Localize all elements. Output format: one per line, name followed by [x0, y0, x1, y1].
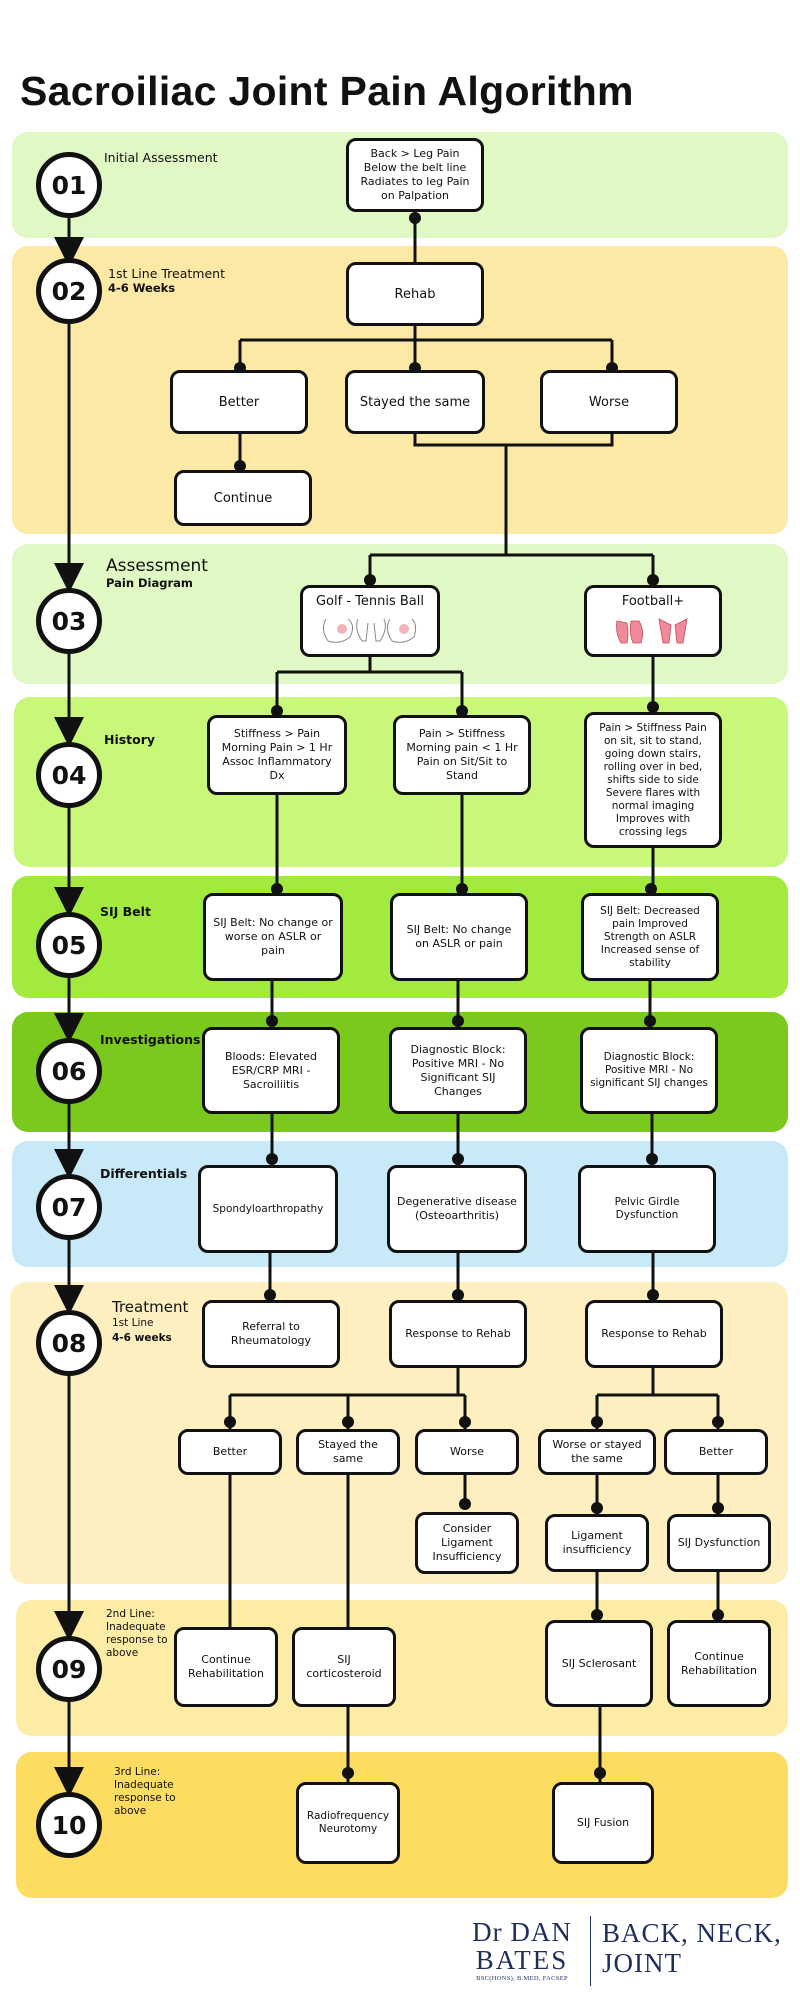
logo-name-line: Dr DAN [466, 1918, 578, 1946]
node-consider-ligament-insufficiency: Consider Ligament Insufficiency [415, 1512, 519, 1574]
node-sij-dysfunction: SIJ Dysfunction [667, 1514, 771, 1572]
step-sublabel: 4-6 Weeks [108, 281, 176, 295]
node-sij-corticosteroid: SIJ corticosteroid [292, 1627, 396, 1707]
step-label-text: Initial Assessment [104, 150, 218, 165]
node-rehab: Rehab [346, 262, 484, 326]
step-label-10: 3rd Line: Inadequate response to above [114, 1766, 176, 1818]
node-radiofrequency-neurotomy: Radiofrequency Neurotomy [296, 1782, 400, 1864]
step-label-text: Differentials [100, 1166, 188, 1181]
node-initial-assessment: Back > Leg Pain Below the belt line Radi… [346, 138, 484, 212]
logo-first-name: DAN [510, 1917, 572, 1947]
node-history-3: Pain > Stiffness Pain on sit, sit to sta… [584, 712, 722, 848]
node-continue-rehabilitation-2: Continue Rehabilitation [667, 1620, 771, 1707]
node-sij-belt-1: SIJ Belt: No change or worse on ASLR or … [203, 893, 343, 981]
node-ligament-insufficiency: Ligament insufficiency [545, 1514, 649, 1572]
step-sublabel: Pain Diagram [106, 576, 193, 590]
node-pelvic-girdle-dysfunction: Pelvic Girdle Dysfunction [578, 1165, 716, 1253]
step-circle-06: 06 [36, 1038, 102, 1104]
node-sij-sclerosant: SIJ Sclerosant [545, 1620, 653, 1707]
node-golf-tennis-ball: Golf - Tennis Ball [300, 585, 440, 657]
node-sij-fusion: SIJ Fusion [552, 1782, 654, 1864]
node-football: Football+ [584, 585, 722, 657]
node-investigations-3: Diagnostic Block: Positive MRI - No sign… [580, 1027, 718, 1114]
step-label-text: 2nd Line: Inadequate response to above [106, 1608, 168, 1659]
node-better-2: Better [178, 1429, 282, 1475]
logo-dr: Dr [472, 1917, 503, 1947]
step-label-text: SIJ Belt [100, 904, 151, 919]
step-label-02: 1st Line Treatment 4-6 Weeks [108, 266, 225, 296]
node-referral-to-rheumatology: Referral to Rheumatology [202, 1300, 340, 1368]
step-label-09: 2nd Line: Inadequate response to above [106, 1608, 168, 1660]
pain-diagram-golf-icon [322, 618, 417, 643]
step-circle-03: 03 [36, 588, 102, 654]
band-10 [16, 1752, 788, 1898]
node-better: Better [170, 370, 308, 434]
step-label-08: Treatment 1st Line 4-6 weeks [112, 1298, 188, 1346]
step-circle-10: 10 [36, 1792, 102, 1858]
logo-divider [590, 1916, 591, 1986]
node-continue-rehabilitation-1: Continue Rehabilitation [174, 1627, 278, 1707]
step-circle-01: 01 [36, 152, 102, 218]
node-stayed-the-same-2: Stayed the same [296, 1429, 400, 1475]
node-continue: Continue [174, 470, 312, 526]
node-stayed-the-same: Stayed the same [345, 370, 485, 434]
band-09 [16, 1600, 788, 1736]
logo-tagline-line-1: BACK, NECK, [602, 1918, 782, 1948]
brand-logo: Dr DAN BATES BSC(HONS), B.MED, FACSEP BA… [466, 1916, 786, 1994]
node-worse-2: Worse [415, 1429, 519, 1475]
step-label-text: Assessment [106, 556, 208, 576]
node-sij-belt-3: SIJ Belt: Decreased pain Improved Streng… [581, 893, 719, 981]
step-circle-09: 09 [36, 1636, 102, 1702]
step-label-text: 1st Line Treatment [108, 266, 225, 281]
node-sij-belt-2: SIJ Belt: No change on ASLR or pain [390, 893, 528, 981]
step-label-text: 3rd Line: Inadequate response to above [114, 1766, 176, 1817]
page-title: Sacroiliac Joint Pain Algorithm [20, 68, 634, 114]
node-investigations-1: Bloods: Elevated ESR/CRP MRI - Sacroilii… [202, 1027, 340, 1114]
step-circle-02: 02 [36, 258, 102, 324]
node-worse-or-stayed-the-same: Worse or stayed the same [538, 1429, 656, 1475]
node-spondyloarthropathy: Spondyloarthropathy [198, 1165, 338, 1253]
node-response-to-rehab-2: Response to Rehab [585, 1300, 723, 1368]
node-response-to-rehab-1: Response to Rehab [389, 1300, 527, 1368]
logo-tagline-line-2: JOINT [602, 1948, 682, 1978]
step-circle-04: 04 [36, 742, 102, 808]
node-worse: Worse [540, 370, 678, 434]
node-investigations-2: Diagnostic Block: Positive MRI - No Sign… [389, 1027, 527, 1114]
logo-name-block: Dr DAN BATES BSC(HONS), B.MED, FACSEP [466, 1918, 578, 1982]
step-sublabel-2: 4-6 weeks [112, 1332, 172, 1344]
node-history-2: Pain > Stiffness Morning pain < 1 Hr Pai… [393, 715, 531, 795]
step-label-06: Investigations [100, 1032, 200, 1047]
step-label-text: History [104, 732, 156, 747]
step-sublabel: 1st Line [112, 1317, 154, 1329]
node-better-3: Better [664, 1429, 768, 1475]
step-circle-07: 07 [36, 1174, 102, 1240]
node-football-label: Football+ [621, 594, 685, 609]
step-label-text: Investigations [100, 1032, 201, 1047]
logo-last-name: BATES [475, 1945, 569, 1975]
node-golf-label: Golf - Tennis Ball [315, 594, 424, 609]
node-degenerative-disease: Degenerative disease (Osteoarthritis) [387, 1165, 527, 1253]
logo-credentials: BSC(HONS), B.MED, FACSEP [476, 1975, 568, 1982]
pain-diagram-football-icon [616, 618, 688, 644]
logo-tagline: BACK, NECK, JOINT [602, 1918, 782, 1978]
step-label-05: SIJ Belt [100, 904, 151, 919]
step-label-07: Differentials [100, 1166, 187, 1181]
step-label-text: Treatment [112, 1298, 189, 1316]
step-label-03: Assessment Pain Diagram [106, 556, 208, 591]
step-label-01: Initial Assessment [104, 150, 218, 165]
step-circle-05: 05 [36, 912, 102, 978]
step-circle-08: 08 [36, 1310, 102, 1376]
node-history-1: Stiffness > Pain Morning Pain > 1 Hr Ass… [207, 715, 347, 795]
step-label-04: History [104, 732, 155, 747]
